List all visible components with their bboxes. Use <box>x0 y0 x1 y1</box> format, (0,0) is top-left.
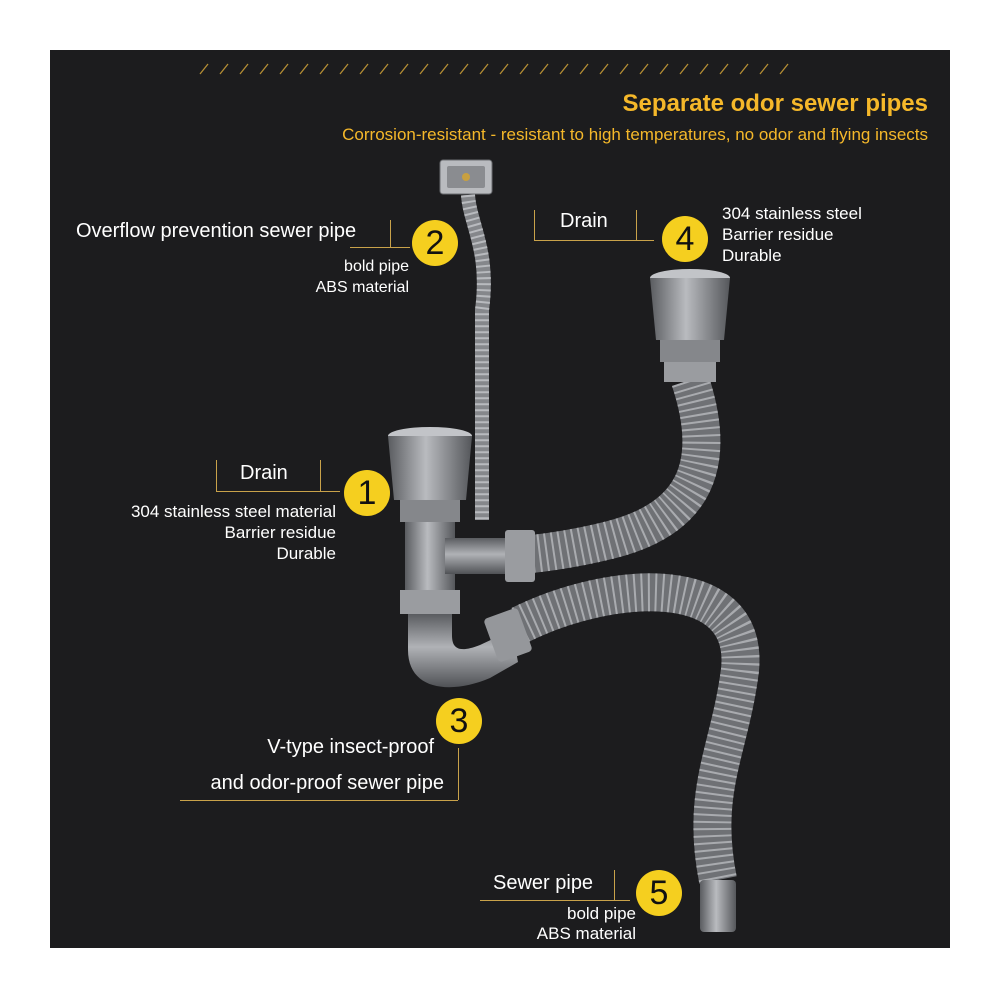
sewer-hose-5 <box>511 573 760 884</box>
callout-4-tick-left <box>534 210 535 240</box>
callout-4-tick-right <box>636 210 637 240</box>
product-panel: Separate odor sewer pipes Corrosion-resi… <box>50 50 950 948</box>
overflow-plate <box>439 159 493 195</box>
strainer-4 <box>650 269 730 382</box>
callout-3-badge: 3 <box>436 698 482 744</box>
callout-1-line-1: 304 stainless steel material <box>130 502 336 521</box>
callout-4-line-3: Durable <box>722 246 782 265</box>
callout-3-leader <box>180 800 458 801</box>
junction-tee <box>445 538 515 574</box>
callout-1-leader <box>216 491 340 492</box>
callout-3-tick <box>458 748 459 800</box>
callout-5-badge: 5 <box>636 870 682 916</box>
decorative-stripes <box>199 63 789 75</box>
callout-1-badge: 1 <box>344 470 390 516</box>
callout-2-line-2: ABS material <box>315 279 409 296</box>
drain-hose-4 <box>514 374 721 574</box>
callout-3-label-line-2: and odor-proof sewer pipe <box>210 772 444 794</box>
page-subtitle: Corrosion-resistant - resistant to high … <box>342 125 928 144</box>
trap-elbow <box>408 614 518 688</box>
callout-2-tick <box>390 220 391 248</box>
callout-1-tick-left <box>216 460 217 491</box>
callout-2-badge: 2 <box>412 220 458 266</box>
callout-1-label: Drain <box>240 462 288 484</box>
callout-4-leader <box>534 240 654 241</box>
callout-1-line-3: Durable <box>276 544 336 563</box>
callout-5-line-2: ABS material <box>536 924 636 943</box>
callout-5-tick <box>614 870 615 900</box>
callout-1-tick-right <box>320 460 321 491</box>
callout-5-label: Sewer pipe <box>493 872 594 894</box>
callout-5-line-1: bold pipe <box>566 904 636 923</box>
callout-4-line-1: 304 stainless steel <box>722 204 862 223</box>
callout-2-line-1: bold pipe <box>344 258 409 275</box>
callout-4-line-2: Barrier residue <box>722 225 834 244</box>
callout-1-line-2: Barrier residue <box>224 523 337 542</box>
page-title: Separate odor sewer pipes <box>622 90 928 117</box>
callout-2-label: Overflow prevention sewer pipe <box>76 220 357 242</box>
callout-2-leader <box>350 247 410 248</box>
callout-5-leader <box>480 900 630 901</box>
callout-4-label: Drain <box>560 210 608 232</box>
sink-drain-kit-illustration <box>199 63 789 932</box>
callout-4-badge: 4 <box>662 216 708 262</box>
callout-3-label-line-1: V-type insect-proof <box>267 736 434 758</box>
strainer-1 <box>388 427 472 522</box>
